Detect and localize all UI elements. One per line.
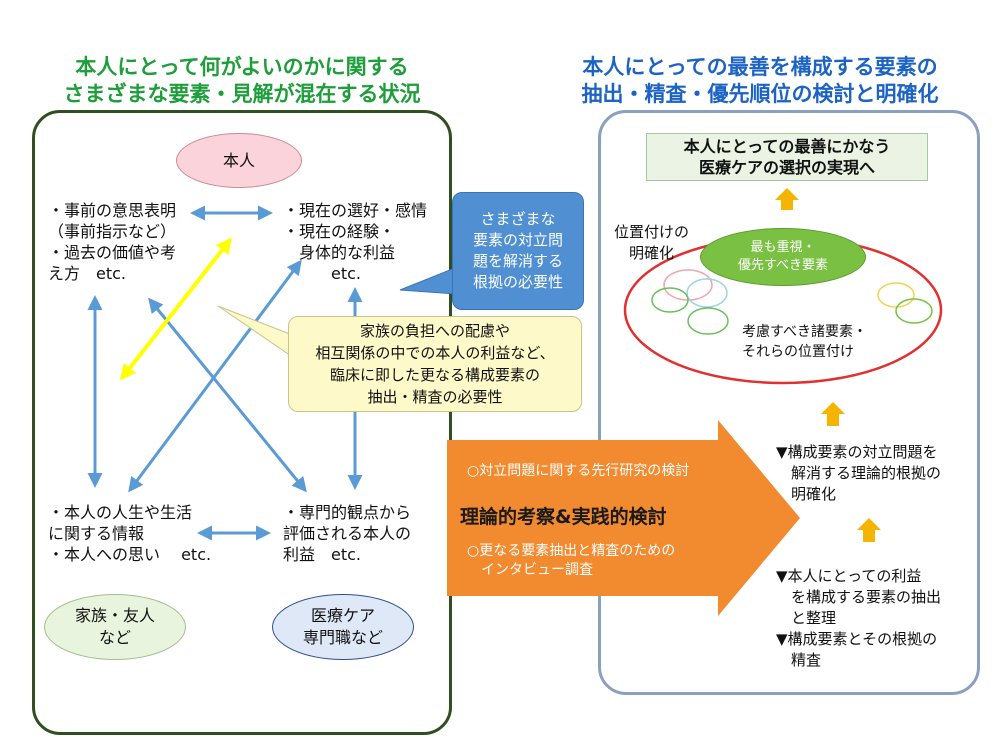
considered-label: 考慮すべき諸要素・ それらの位置付け [742,324,868,360]
step-theoretical: ▼構成要素の対立問題を 解消する理論的根拠の 明確化 [776,443,942,503]
right-title-line2: 抽出・精査・優先順位の検討と明確化 [581,82,939,106]
element-circle [686,278,728,308]
element-circle [877,282,915,308]
element-circle [651,287,689,313]
up-arrow-middle [821,402,845,426]
left-title-line1: 本人にとって何がよいのかに関する [75,55,409,79]
element-circle [895,298,933,324]
arrow-item-interview: ○更なる要素抽出と精査のための インタビュー調査 [467,543,676,578]
goal-box: 本人にとっての最善にかなう 医療ケアの選択の実現へ [646,133,928,181]
arrow-diagonal-up [128,259,302,493]
text-professional-view: ・専門的観点から 評価される本人の 利益 etc. [283,503,412,564]
right-panel [598,110,980,695]
arrow-main-label: 理論的考察&実践的検討 [460,506,667,528]
right-title-line1: 本人にとっての最善を構成する要素の [582,55,938,79]
right-title: 本人にとっての最善を構成する要素の 抽出・精査・優先順位の検討と明確化 [540,54,980,108]
text-life-information: ・本人の人生や生活 に関する情報 ・本人への思い etc. [48,503,212,564]
family-label: 家族・友人 など [74,606,155,647]
medical-label: 医療ケア 専門職など [302,606,383,647]
goal-text: 本人にとっての最善にかなう 医療ケアの選択の実現へ [683,137,891,177]
blue-callout-text: さまざまな 要素の対立問 題を解消する 根拠の必要性 [472,210,563,291]
element-circle [687,307,729,335]
position-label: 位置付けの 明確化 [614,223,690,262]
arrow-item-prior-research: ○対立問題に関する先行研究の検討 [467,463,690,479]
text-current-preferences: ・現在の選好・感情 ・現在の経験・ 身体的な利益 etc. [283,201,428,283]
priority-oval: 最も重視・ 優先すべき要素 [700,228,866,286]
honnin-label: 本人 [222,150,255,170]
yellow-callout-text: 家族の負担への配慮や 相互関係の中での本人の利益など、 臨床に即した更なる構成要… [315,322,555,406]
medical-oval: 医療ケア 専門職など [272,594,414,660]
left-title: 本人にとって何がよいのかに関する さまざまな要素・見解が混在する状況 [22,54,462,108]
priority-label: 最も重視・ 優先すべき要素 [737,240,829,273]
honnin-oval: 本人 [176,133,302,188]
family-oval: 家族・友人 など [44,594,186,660]
arrow-diagonal-down [148,297,307,493]
up-arrow-bottom [857,518,881,542]
arrow-yellow [120,237,232,381]
left-panel [32,110,452,735]
yellow-callout: 家族の負担への配慮や 相互関係の中での本人の利益など、 臨床に即した更なる構成要… [288,316,582,412]
left-title-line2: さまざまな要素・見解が混在する状況 [63,82,421,106]
big-orange-arrow [447,420,800,616]
step-extraction: ▼本人にとっての利益 を構成する要素の抽出 と整理 ▼構成要素とその根拠の 精査 [776,567,942,669]
blue-callout: さまざまな 要素の対立問 題を解消する 根拠の必要性 [452,192,584,310]
up-arrow-top [775,188,799,210]
